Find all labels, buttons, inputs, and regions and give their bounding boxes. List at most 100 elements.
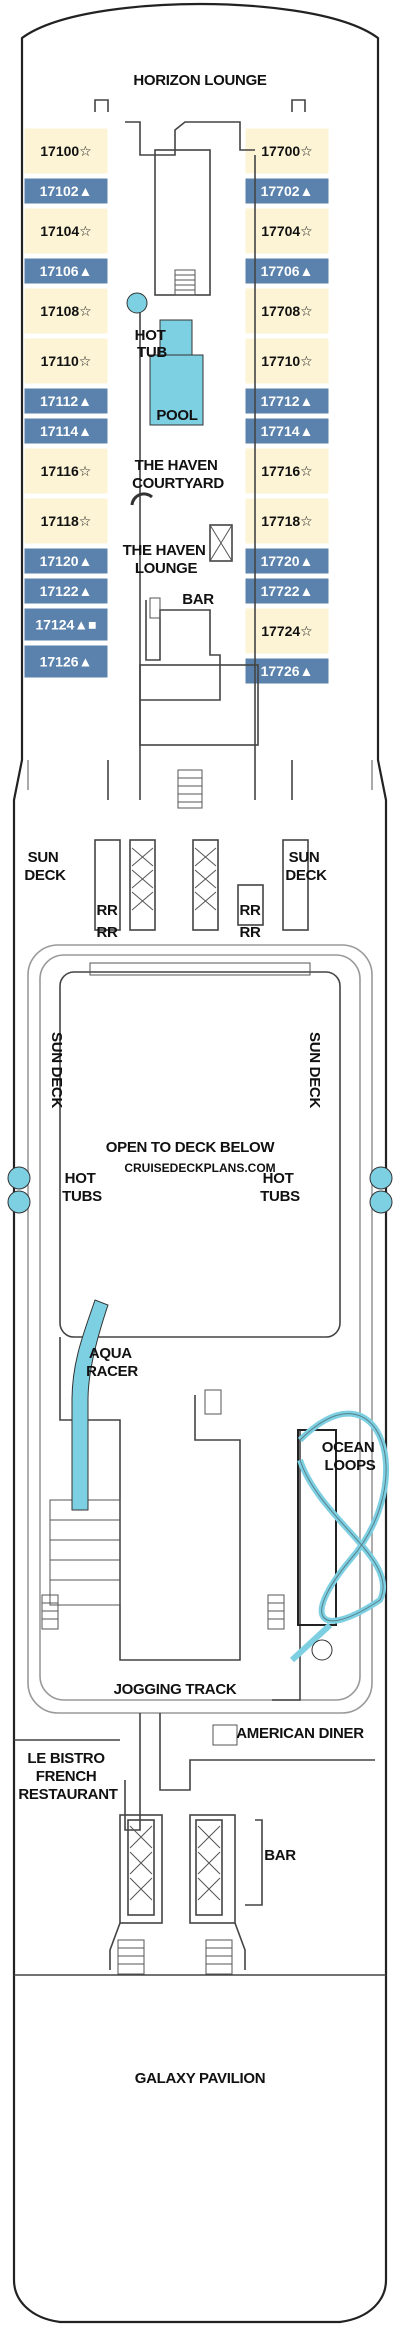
cabin-number-label: 17726▲ bbox=[261, 663, 314, 679]
cabin-cell bbox=[244, 387, 330, 415]
cabin-number-label: 17722▲ bbox=[261, 583, 314, 599]
restroom-label: RR bbox=[96, 924, 118, 941]
aft-bar-label: BAR bbox=[264, 1847, 296, 1864]
le-bistro-label: LE BISTRO FRENCH RESTAURANT bbox=[18, 1750, 117, 1803]
cabin-number-label: 17702▲ bbox=[261, 183, 314, 199]
cabin-number-label: 17110☆ bbox=[41, 353, 92, 369]
cabin-17718: 17718☆ bbox=[244, 497, 330, 545]
cabin-cell bbox=[23, 257, 109, 285]
cabin-number-label: 17114▲ bbox=[40, 423, 92, 439]
cabin-number-label: 17104☆ bbox=[40, 223, 91, 239]
cabin-cell bbox=[23, 447, 109, 495]
cabin-17104: 17104☆ bbox=[23, 207, 109, 255]
cabin-number-label: 17706▲ bbox=[261, 263, 314, 279]
cabin-17700: 17700☆ bbox=[244, 127, 330, 175]
cabin-cell bbox=[23, 417, 109, 445]
sun-deck-vertical-right: SUN DECK bbox=[306, 1032, 323, 1108]
haven-lounge-seating bbox=[130, 492, 154, 506]
cabin-17706: 17706▲ bbox=[244, 257, 330, 285]
cabin-number-label: 17112▲ bbox=[40, 393, 92, 409]
cabin-17120: 17120▲ bbox=[23, 547, 109, 575]
cabin-number-label: 17700☆ bbox=[261, 143, 312, 159]
cabin-17122: 17122▲ bbox=[23, 577, 109, 605]
haven-hot-tub-label: HOT TUB bbox=[135, 327, 170, 361]
cabin-number-label: 17102▲ bbox=[40, 183, 93, 199]
restroom-label: RR bbox=[239, 924, 261, 941]
cabin-cell bbox=[244, 547, 330, 575]
cabin-number-label: 17708☆ bbox=[261, 303, 312, 319]
cabin-17126: 17126▲ bbox=[23, 644, 109, 679]
cabin-17714: 17714▲ bbox=[244, 417, 330, 445]
cabin-17724: 17724☆ bbox=[244, 607, 330, 655]
cabin-17110: 17110☆ bbox=[23, 337, 109, 385]
restroom-label: RR bbox=[239, 902, 261, 919]
open-to-deck-below-label: OPEN TO DECK BELOW bbox=[106, 1139, 276, 1156]
cabin-17712: 17712▲ bbox=[244, 387, 330, 415]
cabin-cell bbox=[23, 127, 109, 175]
cabin-number-label: 17116☆ bbox=[41, 463, 92, 479]
cabin-number-label: 17720▲ bbox=[261, 553, 314, 569]
jogging-track bbox=[27, 944, 373, 1714]
cabin-cell bbox=[244, 177, 330, 205]
restroom-label: RR bbox=[96, 902, 118, 919]
cabin-cell bbox=[244, 207, 330, 255]
cabin-number-label: 17126▲ bbox=[40, 654, 93, 670]
cabin-17708: 17708☆ bbox=[244, 287, 330, 335]
hot-tubs-left-label: HOT TUBS bbox=[62, 1170, 102, 1205]
cabin-cell bbox=[244, 417, 330, 445]
hot-tubs-right bbox=[369, 1166, 393, 1214]
aqua-racer-slide bbox=[71, 1299, 109, 1511]
haven-lounge-label: THE HAVEN LOUNGE bbox=[123, 542, 210, 577]
ship-inner-hull-line bbox=[27, 760, 373, 790]
cabin-cell bbox=[244, 497, 330, 545]
cabin-17702: 17702▲ bbox=[244, 177, 330, 205]
american-diner-label: AMERICAN DINER bbox=[236, 1725, 364, 1742]
aqua-racer-label: AQUA RACER bbox=[86, 1345, 138, 1380]
haven-courtyard-label: THE HAVEN COURTYARD bbox=[132, 457, 224, 492]
sun-deck-left-label: SUN DECK bbox=[24, 849, 66, 884]
cabin-number-label: 17124▲■ bbox=[35, 617, 96, 633]
cabin-17716: 17716☆ bbox=[244, 447, 330, 495]
cabin-number-label: 17108☆ bbox=[40, 303, 91, 319]
jogging-track-label: JOGGING TRACK bbox=[114, 1681, 237, 1698]
haven-pool-body bbox=[149, 354, 204, 426]
aft-structure bbox=[14, 1713, 386, 1976]
cabin-17114: 17114▲ bbox=[23, 417, 109, 445]
cabin-cell bbox=[23, 577, 109, 605]
haven-hot-tub bbox=[126, 292, 148, 314]
cabin-17704: 17704☆ bbox=[244, 207, 330, 255]
cabin-cell bbox=[23, 177, 109, 205]
cabin-17106: 17106▲ bbox=[23, 257, 109, 285]
cabin-cell bbox=[244, 127, 330, 175]
cabin-cell bbox=[23, 337, 109, 385]
cabin-cell bbox=[244, 257, 330, 285]
cabin-cell bbox=[244, 607, 330, 655]
cabin-number-label: 17100☆ bbox=[40, 143, 91, 159]
hot-tubs-left bbox=[7, 1166, 31, 1214]
horizon-lounge-label: HORIZON LOUNGE bbox=[133, 72, 267, 89]
cabin-17102: 17102▲ bbox=[23, 177, 109, 205]
cabin-17112: 17112▲ bbox=[23, 387, 109, 415]
cabin-number-label: 17120▲ bbox=[40, 553, 93, 569]
cabin-cell bbox=[244, 447, 330, 495]
cabin-number-label: 17122▲ bbox=[40, 583, 93, 599]
haven-central-structure bbox=[94, 99, 306, 809]
cabin-17710: 17710☆ bbox=[244, 337, 330, 385]
cabin-17118: 17118☆ bbox=[23, 497, 109, 545]
haven-bar-label: BAR bbox=[182, 591, 214, 608]
cabin-cell bbox=[244, 287, 330, 335]
cabin-cell bbox=[244, 337, 330, 385]
cabin-column-port: 17100☆ 17102▲ 17104☆ 17106▲ 17108☆ 17110☆ 1711… bbox=[23, 127, 109, 679]
cabin-17100: 17100☆ bbox=[23, 127, 109, 175]
cabin-17108: 17108☆ bbox=[23, 287, 109, 335]
cabin-17124: 17124▲■ bbox=[23, 607, 109, 642]
forward-elevators-stairs bbox=[94, 839, 309, 931]
cabin-number-label: 17712▲ bbox=[261, 393, 314, 409]
cabin-17720: 17720▲ bbox=[244, 547, 330, 575]
cabin-number-label: 17714▲ bbox=[261, 423, 314, 439]
cabin-number-label: 17716☆ bbox=[261, 463, 312, 479]
galaxy-pavilion-label: GALAXY PAVILION bbox=[135, 2070, 266, 2087]
watermark-text: CRUISEDECKPLANS.COM bbox=[124, 1161, 275, 1175]
cabin-column-starboard: 17700☆ 17702▲ 17704☆ 17706▲ 17708☆ 17710☆ 1771… bbox=[244, 127, 330, 685]
